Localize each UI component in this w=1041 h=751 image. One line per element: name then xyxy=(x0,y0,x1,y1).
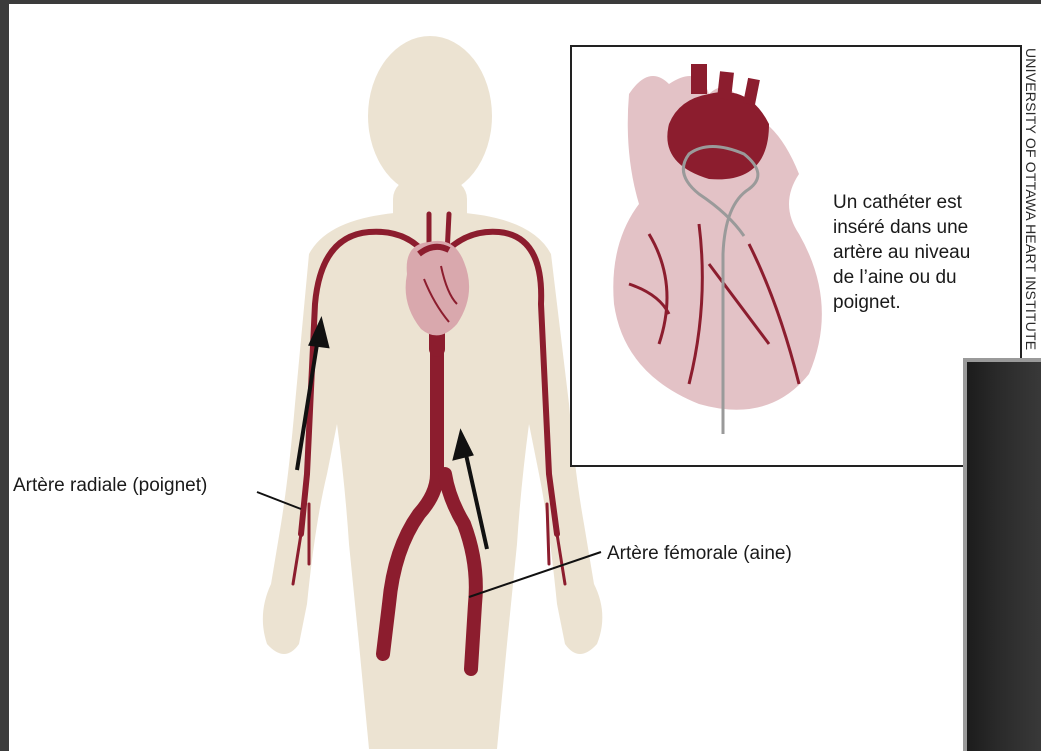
image-credit: UNIVERSITY OF OTTAWA HEART INSTITUTE xyxy=(1023,48,1039,350)
inset-caption-line: poignet. xyxy=(833,290,1013,315)
radial-artery-label: Artère radiale (poignet) xyxy=(13,474,207,498)
inset-caption: Un cathéter est inséré dans une artère a… xyxy=(833,190,1013,315)
inset-caption-line: de l’aine ou du xyxy=(833,265,1013,290)
inset-caption-line: inséré dans une xyxy=(833,215,1013,240)
inset-caption-line: Un cathéter est xyxy=(833,190,1013,215)
illustration-canvas: Artère radiale (poignet) Artère fémorale… xyxy=(9,4,1041,751)
inset-caption-line: artère au niveau xyxy=(833,240,1013,265)
overlay-dark-panel xyxy=(963,358,1041,751)
anatomy-illustration xyxy=(9,4,1041,751)
femoral-artery-label: Artère fémorale (aine) xyxy=(607,542,792,566)
